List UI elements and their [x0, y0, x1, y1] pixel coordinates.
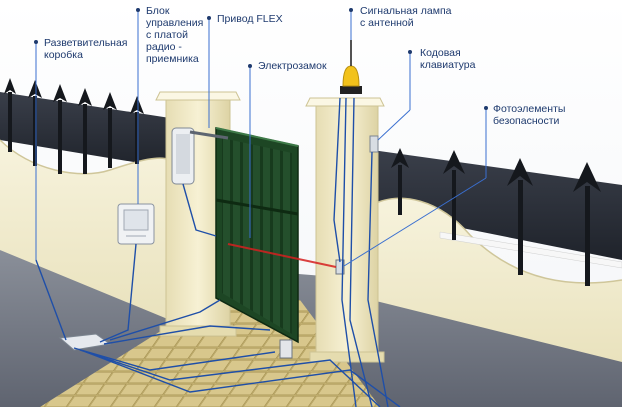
label-electric-lock: Электрозамок [258, 60, 327, 72]
right-fence [391, 148, 601, 286]
leader-lines [35, 12, 487, 267]
left-wall [0, 140, 170, 320]
label-keypad: Кодовая клавиатура [420, 47, 476, 71]
drive-dot [207, 16, 211, 20]
label-control-unit: Блок управления с платой радио - приемни… [146, 5, 204, 65]
safety-beam [227, 243, 337, 268]
gate-leaf [215, 127, 299, 344]
keypad-dot [408, 50, 412, 54]
electric-lock-device [279, 339, 293, 359]
control-unit-box [117, 203, 155, 245]
keypad-device [369, 135, 379, 153]
right-wall [372, 198, 622, 362]
electric-lock-dot [248, 64, 252, 68]
right-wall-top-band [372, 150, 622, 260]
photocells-dot [484, 106, 488, 110]
signal-lamp [340, 40, 362, 94]
label-signal-lamp: Сигнальная лампа с антенной [360, 5, 452, 29]
right-pillar [305, 97, 385, 363]
label-photocells: Фотоэлементы безопасности [493, 103, 566, 127]
junction-box-dot [34, 40, 38, 44]
signal-lamp-dot [349, 8, 353, 12]
left-fence [4, 78, 144, 174]
wiring [35, 97, 401, 407]
label-drive: Привод FLEX [217, 13, 283, 25]
junction-box-device [58, 333, 112, 351]
control-unit-dot [136, 8, 140, 12]
label-junction-box: Разветвительная коробка [44, 37, 128, 61]
